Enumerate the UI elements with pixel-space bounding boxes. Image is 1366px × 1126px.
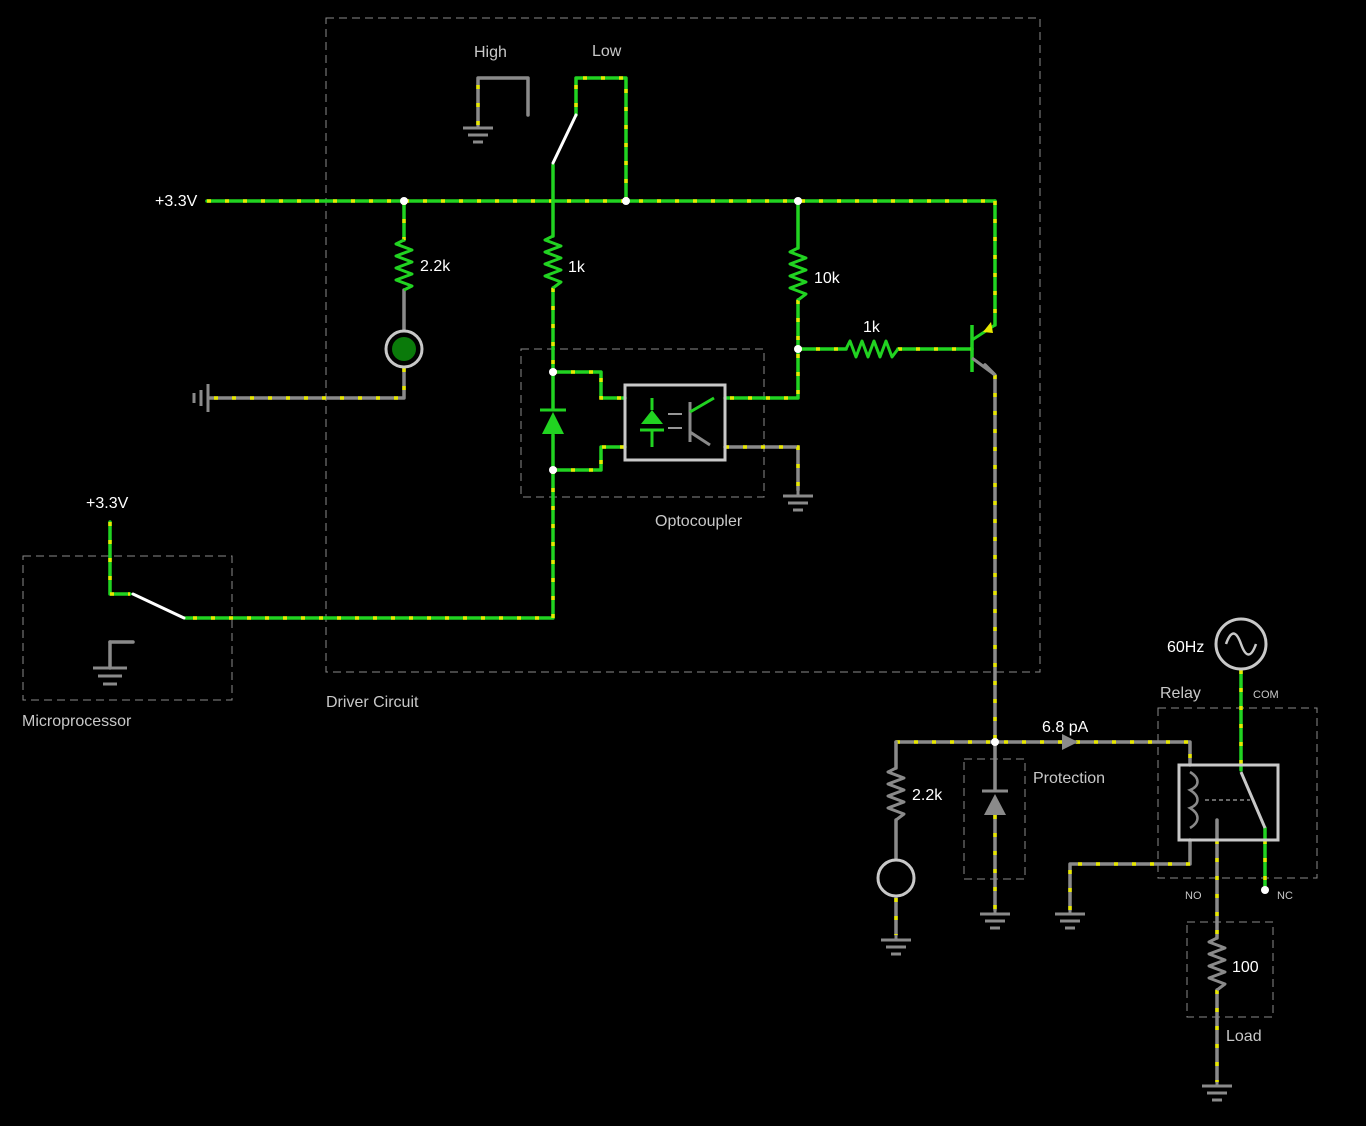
led-indicator-off bbox=[876, 858, 916, 898]
optocoupler-box bbox=[520, 348, 765, 498]
switch-high-label: High bbox=[474, 44, 507, 61]
ground-icon bbox=[881, 935, 911, 956]
ac-source-icon bbox=[1214, 617, 1268, 671]
led-indicator-on bbox=[384, 329, 424, 369]
relay-com-label: COM bbox=[1253, 689, 1279, 701]
micro-switch-lever[interactable] bbox=[131, 592, 186, 620]
ground-icon bbox=[783, 490, 813, 512]
relay-component bbox=[1177, 763, 1280, 842]
switch-low-label: Low bbox=[592, 43, 622, 60]
load-box bbox=[1186, 921, 1274, 1018]
optocoupler-label: Optocoupler bbox=[655, 513, 743, 530]
current-readout: 6.8 pA bbox=[1042, 719, 1089, 736]
r-base-value: 1k bbox=[863, 319, 881, 336]
resistor-1k-opto bbox=[543, 234, 563, 290]
high-low-switch-lever[interactable] bbox=[551, 113, 578, 165]
ground-icon bbox=[93, 666, 127, 686]
ground-icon bbox=[980, 910, 1010, 930]
active-wires bbox=[108, 76, 1267, 890]
driver-circuit-label: Driver Circuit bbox=[326, 694, 419, 711]
resistor-10k bbox=[788, 246, 808, 302]
junction-nodes bbox=[400, 197, 1269, 894]
load-label: Load bbox=[1226, 1028, 1262, 1045]
resistor-100-load bbox=[1207, 936, 1227, 992]
relay-label: Relay bbox=[1160, 685, 1201, 702]
ground-icon bbox=[1202, 1082, 1232, 1102]
ground-icon bbox=[463, 125, 493, 144]
r-pullup-value: 10k bbox=[814, 270, 841, 287]
microprocessor-box bbox=[22, 555, 233, 701]
protection-diode bbox=[982, 789, 1008, 815]
driver-circuit-box bbox=[325, 17, 1041, 673]
protection-label: Protection bbox=[1033, 770, 1105, 787]
opto-input-diode bbox=[540, 408, 566, 434]
battery-icon bbox=[192, 384, 210, 412]
current-arrow-icon bbox=[1062, 734, 1078, 750]
r-led-value: 2.2k bbox=[420, 258, 451, 275]
optocoupler-chip bbox=[623, 383, 727, 462]
supply-label-micro: +3.3V bbox=[86, 495, 129, 512]
resistor-2-2k bbox=[394, 238, 414, 292]
relay-no-label: NO bbox=[1185, 890, 1202, 902]
resistor-2-2k-relay bbox=[886, 766, 906, 822]
supply-label-main: +3.3V bbox=[155, 193, 198, 210]
ground-icon bbox=[1055, 910, 1085, 930]
inactive-wires bbox=[108, 76, 1219, 1084]
relay-box bbox=[1157, 707, 1318, 879]
relay-nc-label: NC bbox=[1277, 890, 1293, 902]
r-relay-led-value: 2.2k bbox=[912, 787, 943, 804]
ac-source-label: 60Hz bbox=[1167, 639, 1204, 656]
resistor-1k-base bbox=[844, 339, 900, 359]
r-opto-value: 1k bbox=[568, 259, 586, 276]
pnp-transistor bbox=[970, 322, 996, 377]
microprocessor-label: Microprocessor bbox=[22, 713, 132, 730]
r-load-value: 100 bbox=[1232, 959, 1259, 976]
